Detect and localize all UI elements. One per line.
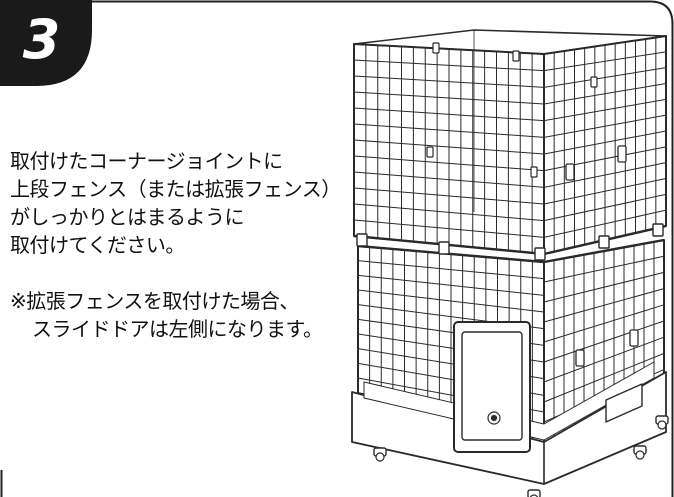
pet-cage-illustration <box>351 29 669 497</box>
step-number: 3 <box>22 7 61 71</box>
step-badge: 3 <box>0 0 92 86</box>
note-line: スライドドアは左側になります。 <box>32 317 323 341</box>
instruction-line: 取付けてください。 <box>10 233 185 257</box>
note-line: ※拡張フェンスを取付けた場合、 <box>10 289 299 313</box>
step-badge-shape <box>0 0 92 86</box>
instruction-line: がしっかりとはまるように <box>10 205 245 229</box>
note-text: ※拡張フェンスを取付けた場合、 スライドドアは左側になります。 <box>10 287 350 343</box>
instruction-text: 取付けたコーナージョイントに 上段フェンス（または拡張フェンス） がしっかりとは… <box>10 147 360 259</box>
instruction-line: 取付けたコーナージョイントに <box>10 149 283 173</box>
instruction-line: 上段フェンス（または拡張フェンス） <box>10 177 341 201</box>
